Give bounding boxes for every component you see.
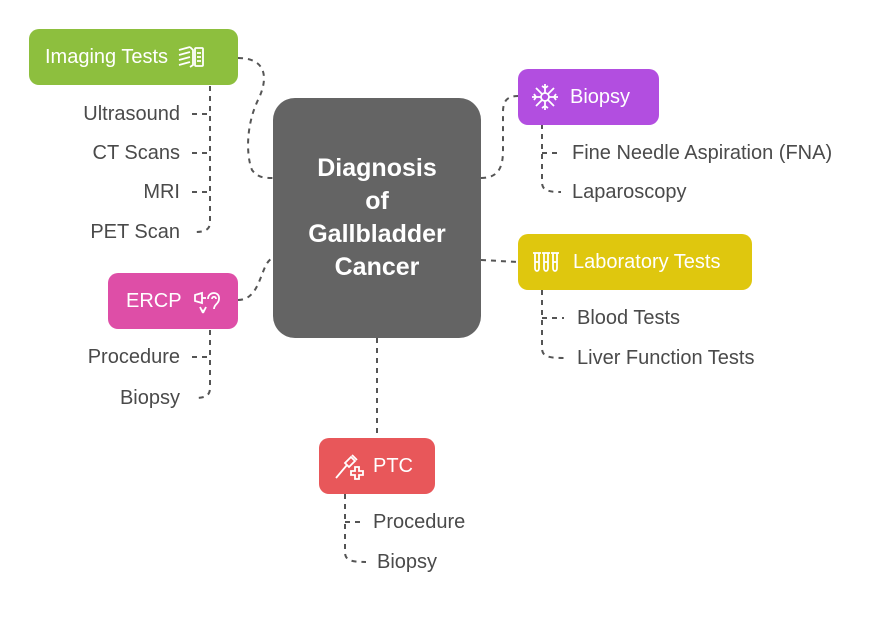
ptc-leaf-biopsy: Biopsy [377, 551, 438, 573]
ptc-leaf-procedure: Procedure [373, 511, 466, 533]
biopsy-node[interactable]: Biopsy [518, 69, 659, 125]
imaging-leaf-pet-scan: PET Scan [90, 221, 180, 243]
cell-icon [530, 82, 560, 112]
hearing-aid-icon [192, 287, 222, 315]
biopsy-label: Biopsy [570, 85, 631, 108]
imaging-tests-node[interactable]: Imaging Tests [29, 29, 238, 85]
biopsy-leaf-fna: Fine Needle Aspiration (FNA) [572, 142, 833, 164]
ercp-node[interactable]: ERCP [108, 273, 238, 329]
lab-leaf-blood-tests: Blood Tests [577, 307, 681, 329]
imaging-leaf-ultrasound: Ultrasound [83, 103, 180, 125]
imaging-leaf-mri: MRI [143, 181, 180, 203]
needle-plus-icon [333, 451, 365, 481]
ercp-leaf-biopsy: Biopsy [119, 387, 180, 409]
imaging-leaf-ct-scans: CT Scans [92, 142, 180, 164]
ercp-label: ERCP [126, 289, 182, 312]
central-title-line-2: of [365, 187, 389, 215]
test-tubes-icon [531, 250, 561, 274]
central-title-line-3: Gallbladder [308, 220, 446, 248]
lab-leaf-liver-function: Liver Function Tests [577, 347, 755, 369]
ptc-label: PTC [373, 454, 413, 477]
ercp-leaf-procedure: Procedure [87, 346, 180, 368]
xray-hand-icon [176, 44, 206, 70]
central-title-line-1: Diagnosis [317, 154, 437, 182]
laboratory-tests-node[interactable]: Laboratory Tests [518, 234, 752, 290]
imaging-tests-label: Imaging Tests [45, 45, 169, 68]
ptc-node[interactable]: PTC [319, 438, 435, 494]
central-title-line-4: Cancer [334, 253, 420, 281]
biopsy-leaf-laparoscopy: Laparoscopy [572, 181, 687, 203]
central-topic: Diagnosis of Gallbladder Cancer [273, 98, 481, 338]
laboratory-tests-label: Laboratory Tests [573, 250, 721, 273]
